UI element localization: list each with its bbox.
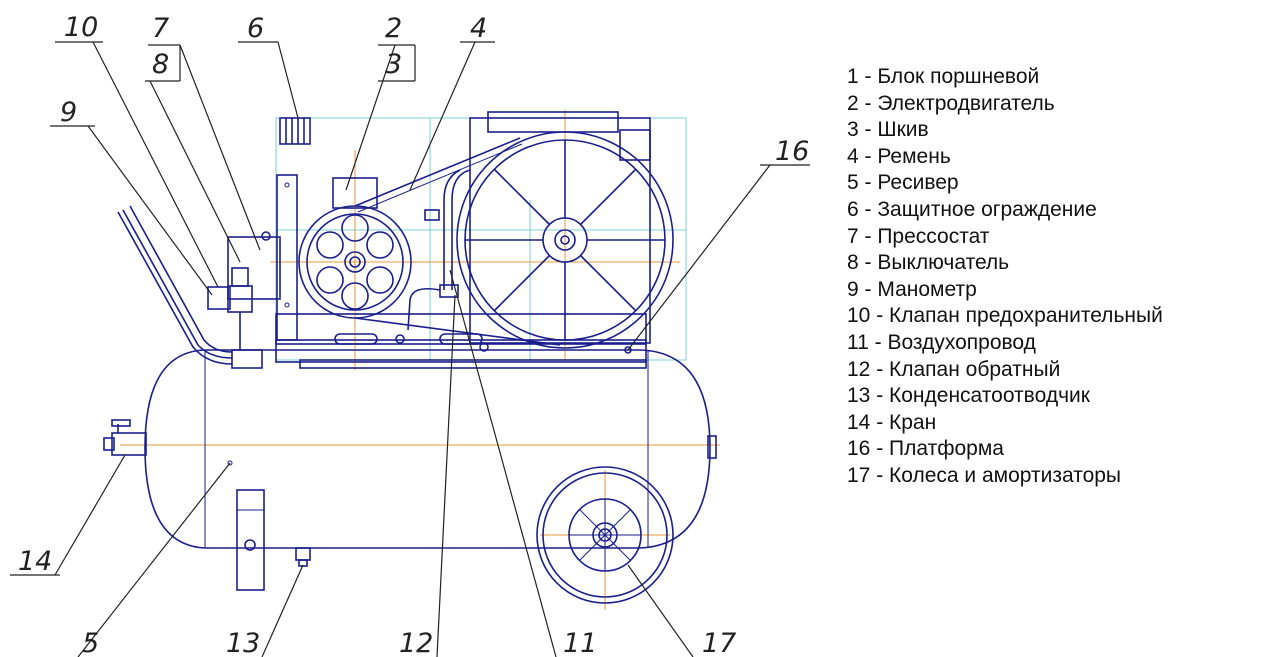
pressure-gauge-and-valve: [207, 267, 263, 369]
callout-2: 2: [385, 13, 402, 44]
legend-item: 13 - Конденсатоотводчик: [847, 384, 1090, 408]
callout-5: 5: [82, 628, 99, 657]
guard-frame: [276, 174, 298, 341]
drain-tap: [103, 419, 147, 456]
callout-14: 14: [18, 546, 52, 577]
legend-item: 11 - Воздухопровод: [847, 330, 1036, 354]
legend-item: 16 - Платформа: [847, 437, 1004, 461]
protective-guard: [279, 117, 311, 145]
legend-item: 6 - Защитное ограждение: [847, 197, 1097, 221]
parts-legend: 1 - Блок поршневой 2 - Электродвигатель …: [847, 64, 1163, 490]
compressor-drawing: 10 7 8 6 2 3 4 9 16 14 5 13 12 11 17: [10, 12, 810, 657]
legend-item: 3 - Шкив: [847, 118, 929, 142]
callout-17: 17: [702, 628, 736, 657]
pump-pulley: [456, 131, 674, 349]
callout-6: 6: [247, 13, 264, 44]
legend-item: 10 - Клапан предохранительный: [847, 304, 1163, 328]
legend-item: 8 - Выключатель: [847, 251, 1010, 275]
callout-7: 7: [152, 13, 169, 44]
callout-9: 9: [60, 97, 77, 128]
callout-12: 12: [399, 628, 433, 657]
legend-item: 2 - Электродвигатель: [847, 91, 1055, 115]
callout-13: 13: [226, 628, 260, 657]
legend-item: 17 - Колеса и амортизаторы: [847, 463, 1122, 487]
condensate-drain: [295, 547, 311, 567]
legend-item: 5 - Ресивер: [847, 171, 959, 195]
wheel: [536, 466, 674, 604]
callout-3: 3: [385, 49, 402, 80]
legend-item: 14 - Кран: [847, 410, 937, 434]
callout-16: 16: [775, 136, 809, 167]
legend-item: 12 - Клапан обратный: [847, 357, 1061, 381]
legend-item: 4 - Ремень: [847, 144, 951, 168]
callout-8: 8: [152, 49, 169, 80]
callout-numbers: 10 7 8 6 2 3 4 9 16 14 5 13 12 11 17: [18, 12, 809, 657]
support-foot: [236, 489, 265, 591]
receiver-tank: [144, 349, 717, 549]
air-line: [407, 169, 471, 331]
legend-item: 1 - Блок поршневой: [847, 65, 1040, 88]
compressor-block: [424, 111, 651, 344]
callout-10: 10: [64, 12, 98, 43]
leader-lines: [10, 41, 810, 657]
legend-item: 9 - Манометр: [847, 277, 977, 301]
callout-11: 11: [563, 628, 597, 657]
handle: [117, 205, 233, 365]
pressostat: [227, 231, 281, 300]
legend-item: 7 - Прессостат: [847, 224, 990, 248]
callout-4: 4: [470, 13, 487, 44]
platform: [275, 313, 647, 369]
